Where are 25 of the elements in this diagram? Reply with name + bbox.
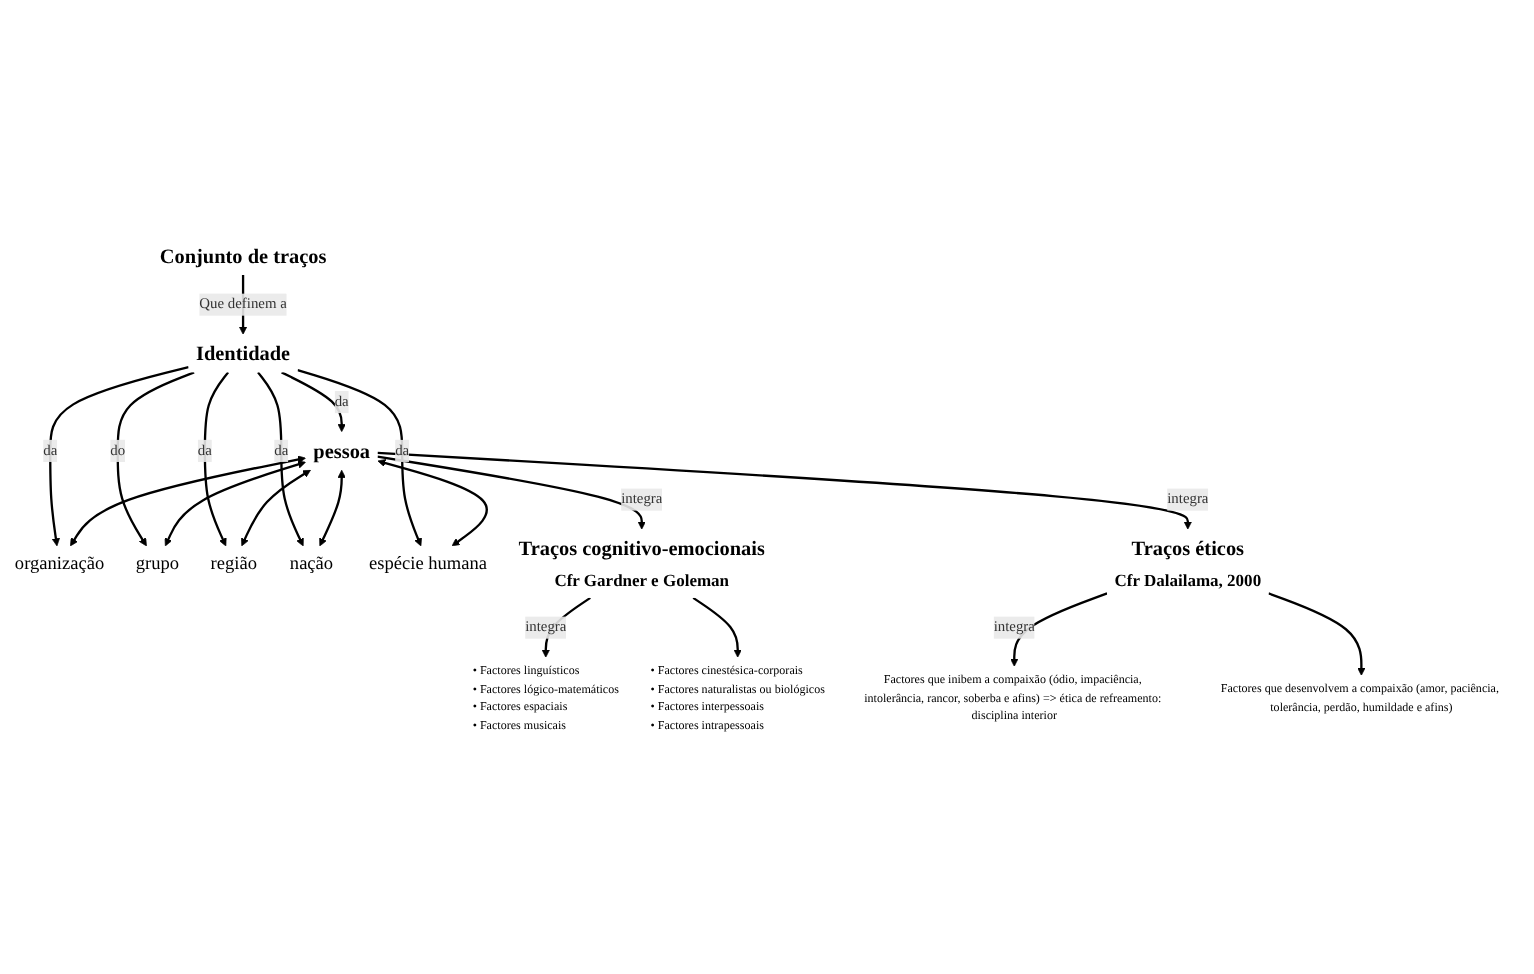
arrow	[1010, 592, 1108, 667]
arrow	[203, 371, 230, 547]
node-text: região	[210, 553, 257, 574]
arrow	[377, 455, 646, 530]
node-text: grupo	[135, 553, 180, 574]
arrow	[70, 455, 306, 547]
node-text: pessoa	[313, 439, 371, 463]
arrow	[49, 366, 189, 547]
node-text: organização	[14, 553, 105, 574]
node-text: Identidade	[195, 341, 291, 365]
arrow	[164, 460, 306, 547]
arrow	[1268, 592, 1366, 676]
node-text: nação	[289, 553, 334, 574]
arrow	[319, 469, 346, 547]
arrow	[297, 368, 422, 547]
arrow	[377, 459, 488, 547]
node-text: Traços éticos Cfr Dalailama, 2000	[1114, 536, 1262, 590]
arrow	[241, 469, 311, 547]
arrow	[116, 371, 195, 547]
arrow	[692, 596, 742, 658]
node-text: Traços cognitivo-emocionais Cfr Gardner e Goleman	[518, 536, 765, 590]
node-text: Conjunto de traços	[159, 244, 327, 268]
arrow	[377, 451, 1192, 530]
arrow	[257, 371, 304, 547]
node-text: espécie humana	[369, 553, 488, 574]
